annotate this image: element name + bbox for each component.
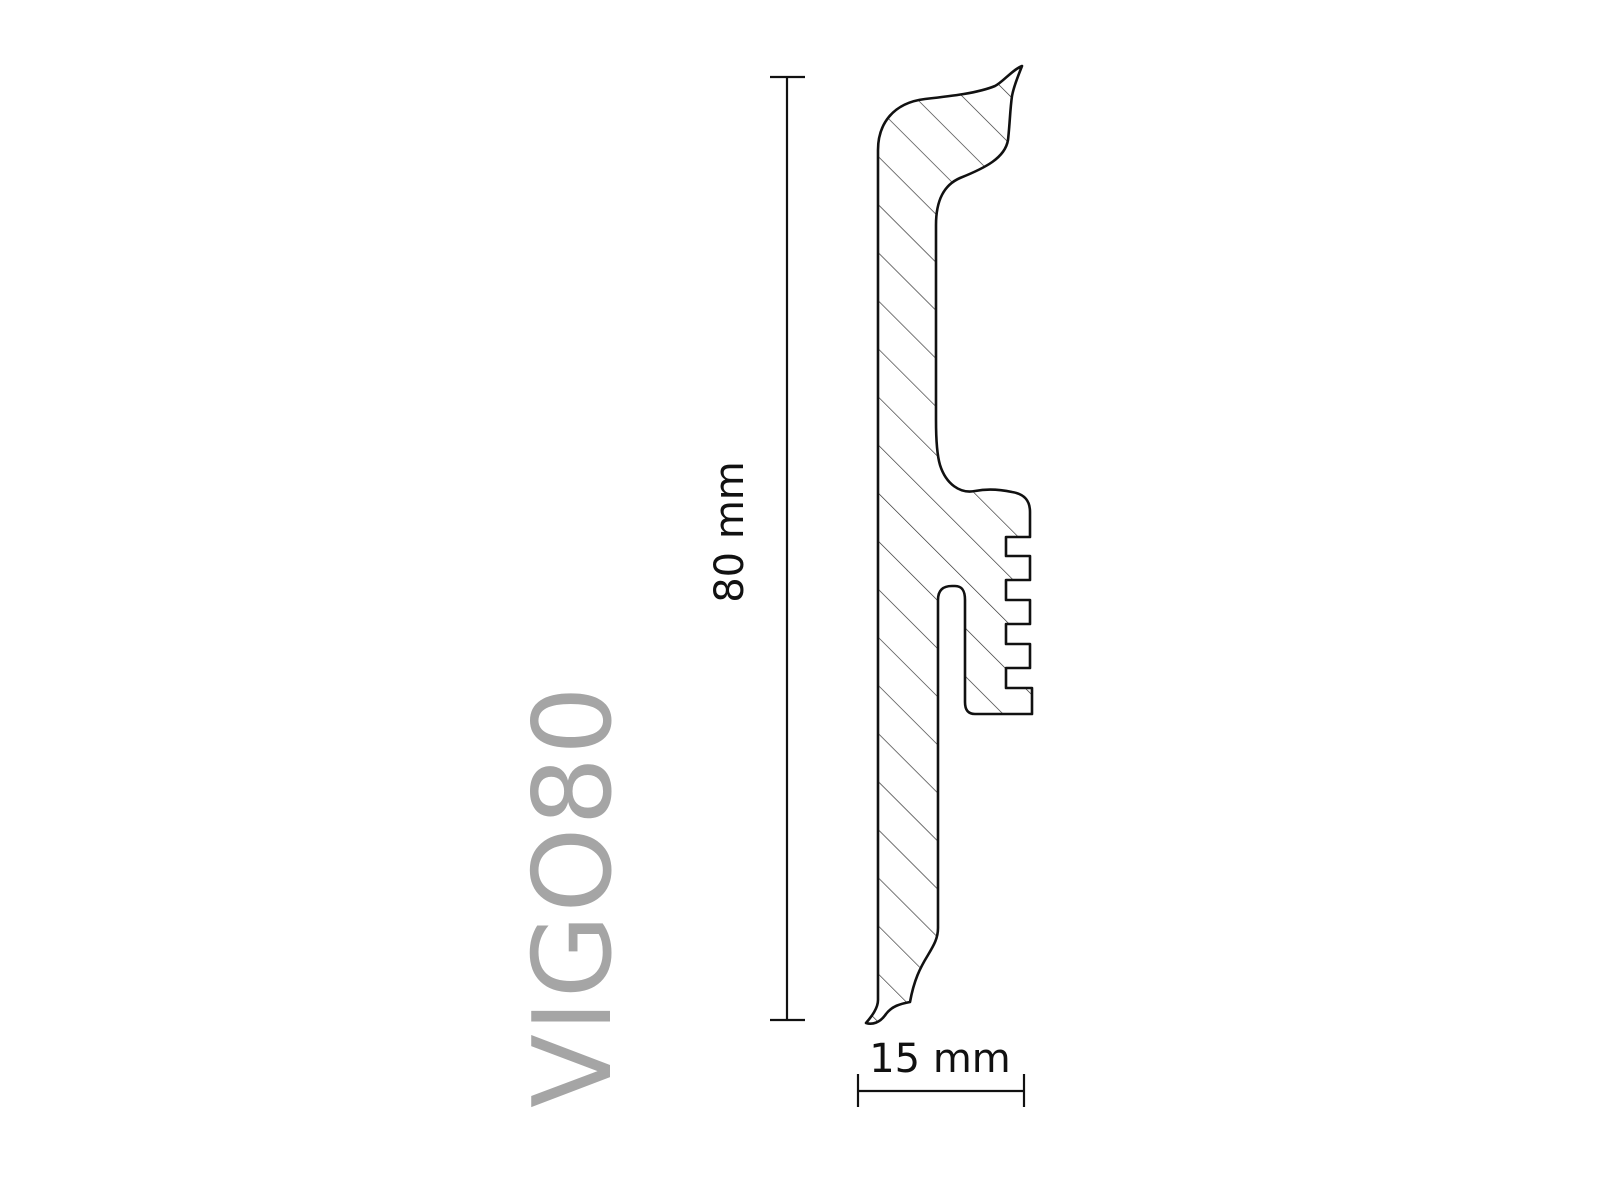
profile-cross-section	[864, 64, 1034, 1026]
height-dimension: 80 mm	[707, 75, 805, 1022]
width-dimension: 15 mm	[856, 1036, 1026, 1107]
width-dimension-label: 15 mm	[869, 1036, 1011, 1082]
height-dimension-label: 80 mm	[707, 461, 753, 603]
model-name: VIGO80	[511, 684, 636, 1108]
